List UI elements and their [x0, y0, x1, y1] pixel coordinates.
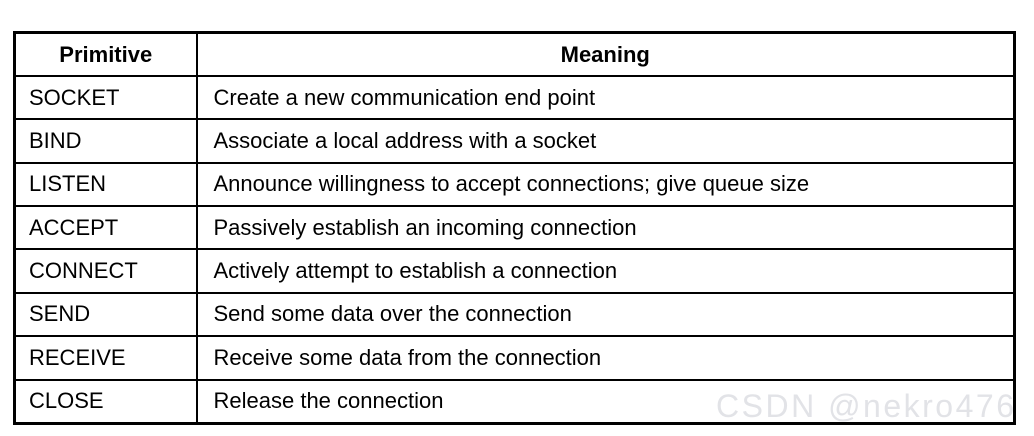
meaning-cell: Announce willingness to accept connectio… [195, 161, 1016, 208]
header-meaning: Meaning [195, 31, 1016, 77]
meaning-cell: Passively establish an incoming connecti… [195, 205, 1016, 251]
primitive-cell: ACCEPT [13, 205, 198, 251]
primitive-cell: RECEIVE [13, 335, 198, 381]
primitive-cell: LISTEN [13, 161, 198, 208]
table-row: LISTEN Announce willingness to accept co… [13, 161, 1016, 208]
meaning-cell: Send some data over the connection [195, 291, 1016, 338]
socket-primitives-table: Primitive Meaning SOCKET Create a new co… [13, 31, 1016, 425]
header-primitive: Primitive [13, 31, 198, 77]
table-row: SOCKET Create a new communication end po… [13, 74, 1016, 121]
meaning-cell: Associate a local address with a socket [195, 118, 1016, 164]
table-row: ACCEPT Passively establish an incoming c… [13, 205, 1016, 251]
table-body: SOCKET Create a new communication end po… [13, 74, 1016, 425]
table-row: SEND Send some data over the connection [13, 291, 1016, 338]
table-row: BIND Associate a local address with a so… [13, 118, 1016, 164]
meaning-cell: Receive some data from the connection [195, 335, 1016, 381]
primitive-cell: CLOSE [13, 378, 198, 425]
table-row: CLOSE Release the connection [13, 378, 1016, 425]
primitive-cell: CONNECT [13, 248, 198, 294]
header-row: Primitive Meaning [13, 31, 1016, 77]
table-row: RECEIVE Receive some data from the conne… [13, 335, 1016, 381]
primitive-cell: BIND [13, 118, 198, 164]
meaning-cell: Release the connection [195, 378, 1016, 425]
primitive-cell: SOCKET [13, 74, 198, 121]
meaning-cell: Actively attempt to establish a connecti… [195, 248, 1016, 294]
primitive-cell: SEND [13, 291, 198, 338]
table-row: CONNECT Actively attempt to establish a … [13, 248, 1016, 294]
meaning-cell: Create a new communication end point [195, 74, 1016, 121]
